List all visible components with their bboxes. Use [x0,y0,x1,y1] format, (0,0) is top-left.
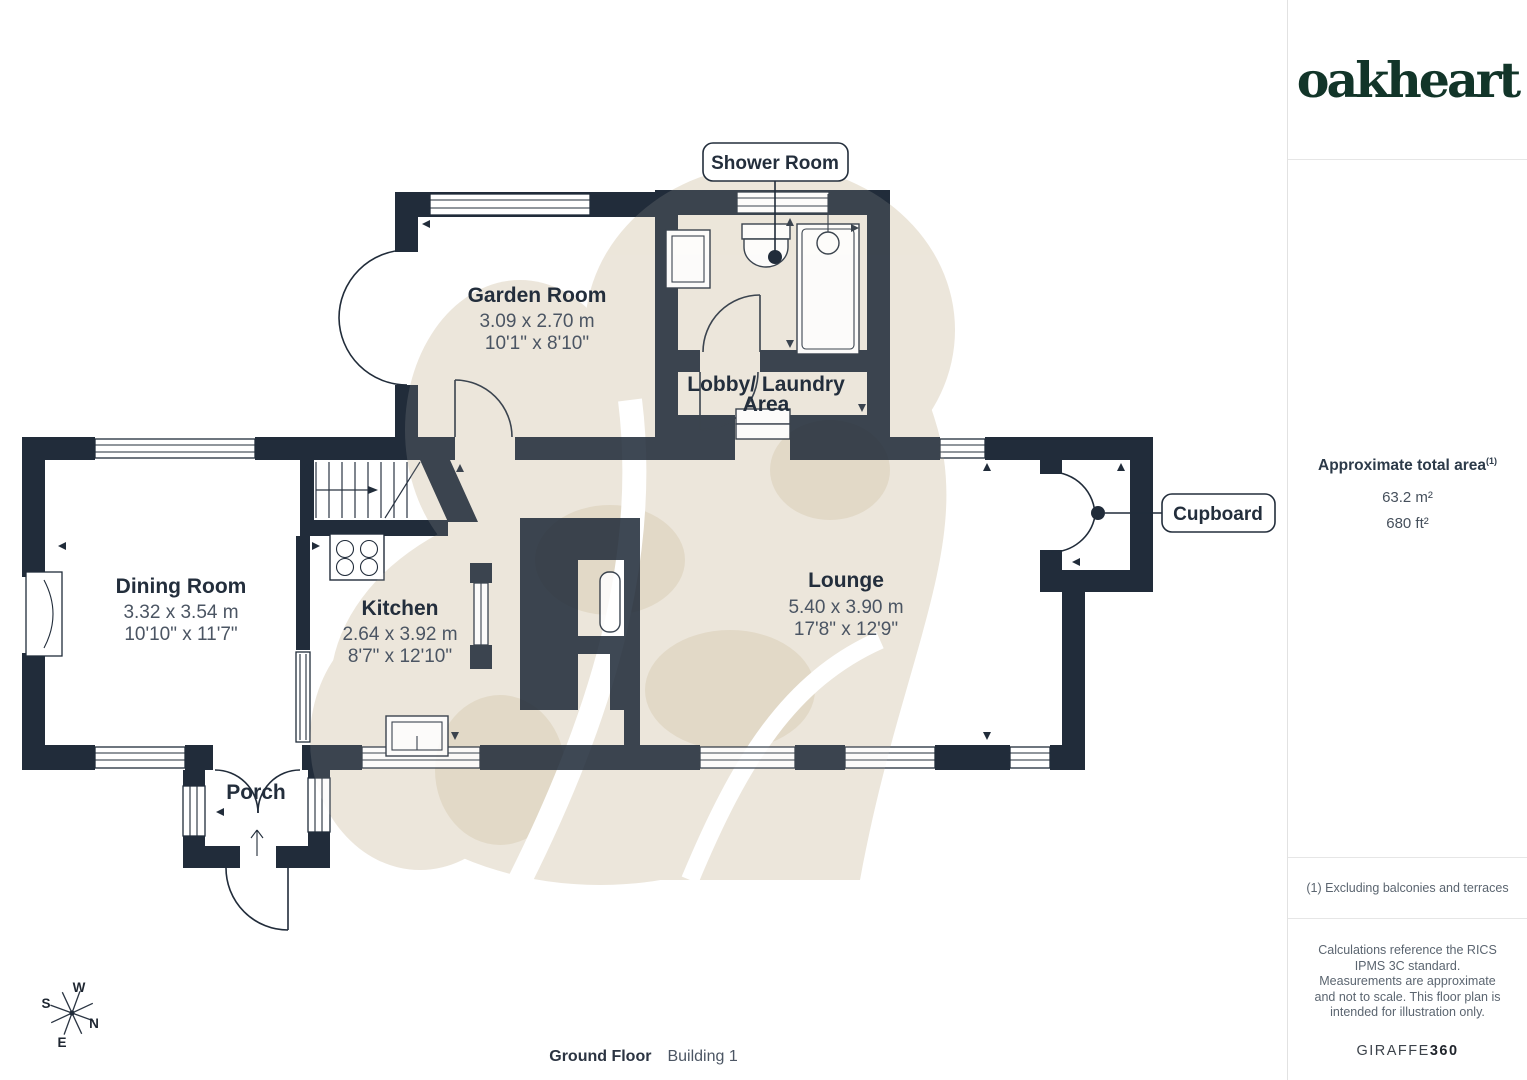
floor-label: Ground Floor [549,1048,652,1065]
room-label-lobby-line2: Area [743,393,790,416]
room-dims-garden-m: 3.09 x 2.70 m [479,311,594,332]
room-label-lobby-line1: Lobby/ Laundry [687,373,845,396]
callout-cupboard: Cupboard [1091,493,1276,533]
info-panel: oakheart Approximate total area(1) 63.2 … [1287,0,1527,1080]
room-dims-lounge-ft: 17'8" x 12'9" [794,619,898,640]
area-title-text: Approximate total area [1318,457,1486,475]
room-dims-kitchen-ft: 8'7" x 12'10" [348,646,452,667]
room-dims-dining-m: 3.32 x 3.54 m [123,602,238,623]
total-area-section: Approximate total area(1) 63.2 m² 680 ft… [1288,456,1527,537]
area-metric: 63.2 m² [1382,489,1433,507]
cupboard-door-arc-icon [1050,515,1096,553]
callout-shower-label: Shower Room [711,153,839,174]
room-label-porch: Porch [226,781,286,804]
front-door-arc-icon [214,769,259,814]
french-door-arc-icon [338,249,408,319]
room-dims-dining-ft: 10'10" x 11'7" [124,624,237,645]
footnote: (1) Excluding balconies and terraces [1288,857,1527,919]
front-door-arc-icon [257,769,301,814]
cupboard-door-arc-icon [1050,471,1096,517]
floor-footer: Ground Floor Building 1 [0,1048,1287,1066]
callout-cupboard-label: Cupboard [1173,504,1263,525]
room-label-garden: Garden Room [468,284,607,307]
compass-east: E [57,1035,66,1050]
area-title: Approximate total area(1) [1288,456,1527,475]
french-door-arc-icon [338,317,408,386]
compass-north: N [89,1016,99,1031]
disclaimer-text: Calculations reference the RICS IPMS 3C … [1314,943,1501,1019]
room-dims-garden-ft: 10'1" x 8'10" [485,333,589,354]
entrance-arrow-icon [250,829,264,856]
bay-window-icon [43,579,54,649]
callout-shower-room: Shower Room [702,142,849,264]
area-footnote-ref: (1) [1485,456,1497,466]
room-dims-kitchen-m: 2.64 x 3.92 m [342,624,457,645]
giraffe360-name: GIRAFFE [1356,1042,1430,1059]
oakheart-logo: oakheart [1296,50,1521,109]
room-label-kitchen: Kitchen [361,597,438,620]
room-label-lounge: Lounge [808,569,884,592]
compass-west: W [73,980,86,995]
floor-plan: Garden Room 3.09 x 2.70 m 10'1" x 8'10" … [0,142,1287,1066]
room-label-dining: Dining Room [116,575,247,598]
building-label: Building 1 [667,1048,738,1065]
compass-south: S [41,996,50,1011]
staircase-icon [315,461,421,519]
logo-section: oakheart [1288,0,1527,160]
giraffe360-brand: GIRAFFE360 [1288,1043,1527,1059]
compass-icon: W S N E [41,980,98,1050]
giraffe360-suffix: 360 [1429,1042,1459,1059]
room-dims-lounge-m: 5.40 x 3.90 m [788,597,903,618]
area-imperial: 680 ft² [1386,515,1429,533]
porch-door-arc-icon [225,867,289,931]
floor-plan-svg: Garden Room 3.09 x 2.70 m 10'1" x 8'10" … [22,142,1276,1050]
disclaimer-section: Calculations reference the RICS IPMS 3C … [1288,917,1527,1059]
room-labels: Garden Room 3.09 x 2.70 m 10'1" x 8'10" … [116,284,904,804]
hob-icon [329,533,385,581]
